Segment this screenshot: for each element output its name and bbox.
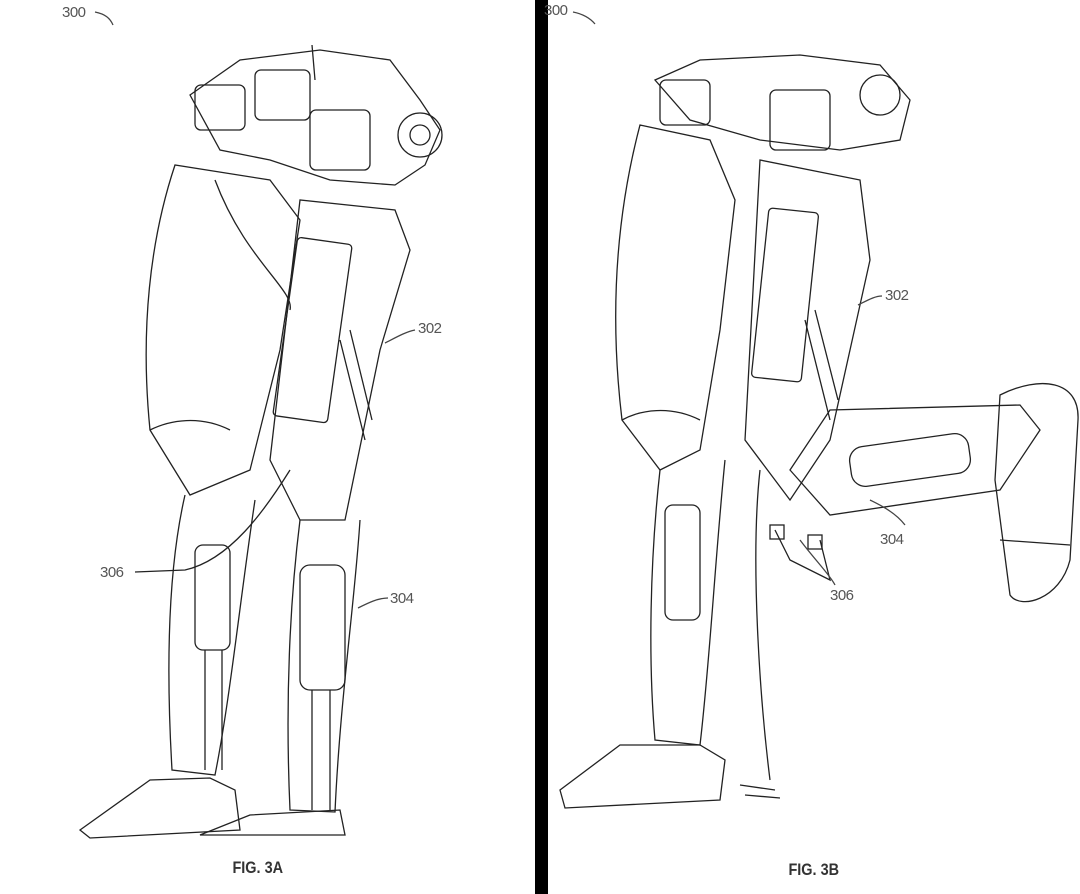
leader-302-a [384, 329, 416, 344]
ref-306-a: 306 [100, 564, 124, 581]
leader-306-b [799, 539, 836, 586]
arrow-300-a [94, 11, 114, 26]
ref-300-a: 300 [62, 4, 86, 21]
ref-300-b: 300 [544, 2, 568, 19]
ref-306-b: 306 [830, 587, 854, 604]
leader-304-a [357, 597, 389, 609]
panel-divider [535, 0, 548, 894]
fig-3b-robot-legs [559, 54, 1079, 809]
caption-fig-3a: FIG. 3A [232, 858, 284, 877]
ref-304-b: 304 [880, 531, 904, 548]
ref-304-a: 304 [390, 590, 414, 607]
ref-302-b: 302 [885, 287, 909, 304]
leader-302-b [857, 295, 883, 306]
arrow-300-b [572, 11, 596, 25]
fig-3a-robot-legs [78, 44, 443, 839]
caption-fig-3b: FIG. 3B [788, 860, 840, 879]
ref-302-a: 302 [418, 320, 442, 337]
leader-304-b [869, 499, 906, 526]
